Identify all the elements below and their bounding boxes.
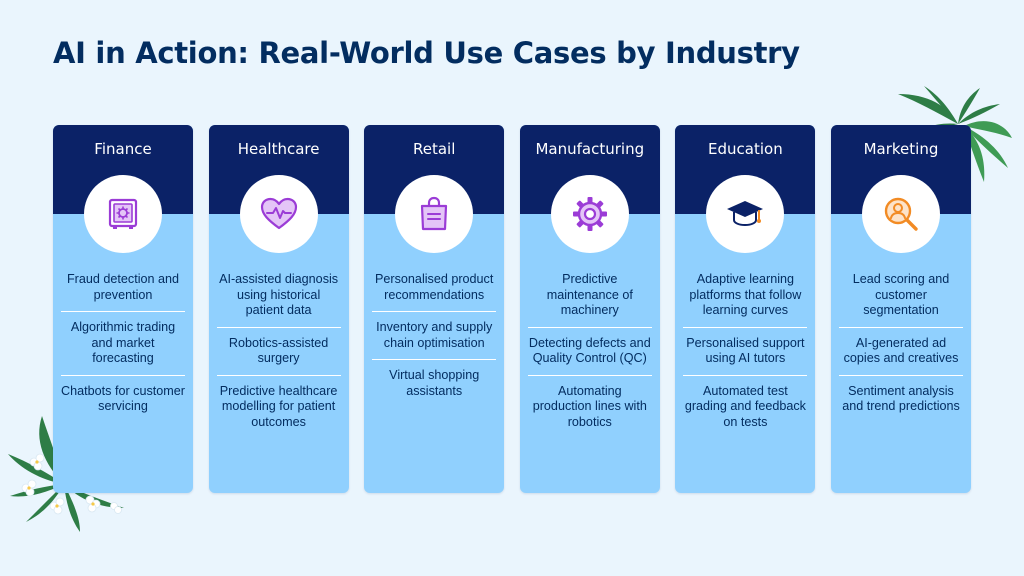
use-case-item: Personalised support using AI tutors <box>683 326 808 375</box>
card-title: Education <box>708 140 783 158</box>
use-case-item: Automated test grading and feedback on t… <box>683 374 808 439</box>
use-case-list: Adaptive learning platforms that follow … <box>683 272 808 439</box>
use-case-item: Robotics-assisted surgery <box>216 326 341 375</box>
icon-circle <box>862 175 940 253</box>
use-case-item: Chatbots for customer servicing <box>61 374 185 423</box>
use-case-list: Personalised product recommendations Inv… <box>372 272 497 407</box>
gear-icon <box>572 197 607 231</box>
user-search-icon <box>884 197 918 231</box>
card-title: Healthcare <box>237 140 320 158</box>
use-case-item: Virtual shopping assistants <box>372 359 497 407</box>
use-case-item: Predictive healthcare modelling for pati… <box>216 374 341 439</box>
use-case-item: Automating production lines with robotic… <box>527 374 652 439</box>
card-manufacturing: Manufacturing Predictive maintenance <box>519 125 660 493</box>
use-case-item: Personalised product recommendations <box>375 272 494 302</box>
use-case-item: Algorithmic trading and market forecasti… <box>61 311 185 375</box>
shopping-bag-icon <box>421 196 448 231</box>
icon-circle <box>239 175 318 253</box>
card-title: Finance <box>94 140 152 158</box>
use-case-item: Fraud detection and prevention <box>66 272 180 302</box>
icon-circle <box>84 175 162 253</box>
use-case-list: AI-assisted diagnosis using historical p… <box>216 272 341 439</box>
icon-circle <box>706 175 785 253</box>
use-case-item: Inventory and supply chain optimisation <box>372 311 497 359</box>
use-case-item: Predictive maintenance of machinery <box>546 272 633 317</box>
card-marketing: Marketing Lead scoring and customer segm… <box>831 125 971 493</box>
use-case-list: Predictive maintenance of machinery Dete… <box>527 272 652 439</box>
graduation-cap-icon <box>727 201 764 227</box>
card-retail: Retail Personalised product recommendati… <box>364 125 505 493</box>
card-title: Manufacturing <box>535 140 645 158</box>
page-title: AI in Action: Real-World Use Cases by In… <box>53 36 800 70</box>
use-case-item: Lead scoring and customer segmentation <box>852 272 950 317</box>
card-title: Marketing <box>863 140 939 158</box>
use-case-item: Detecting defects and Quality Control (Q… <box>527 326 652 375</box>
safe-icon <box>108 198 138 229</box>
icon-circle <box>395 175 474 253</box>
icon-circle <box>550 175 629 253</box>
industry-cards: Finance Fraud detection and prevention A… <box>53 125 971 493</box>
use-case-item: Sentiment analysis and trend predictions <box>839 374 963 423</box>
heart-pulse-icon <box>260 197 297 230</box>
card-education: Education Adaptive learning platforms th… <box>675 125 816 493</box>
use-case-item: AI-assisted diagnosis using historical p… <box>219 272 339 317</box>
use-case-item: Adaptive learning platforms that follow … <box>689 272 802 317</box>
card-finance: Finance Fraud detection and prevention A… <box>53 125 193 493</box>
card-healthcare: Healthcare AI-assisted diagnosis using h… <box>208 125 349 493</box>
use-case-list: Lead scoring and customer segmentation A… <box>839 272 963 423</box>
card-title: Retail <box>412 140 456 158</box>
use-case-list: Fraud detection and prevention Algorithm… <box>61 272 185 423</box>
use-case-item: AI-generated ad copies and creatives <box>839 326 963 375</box>
